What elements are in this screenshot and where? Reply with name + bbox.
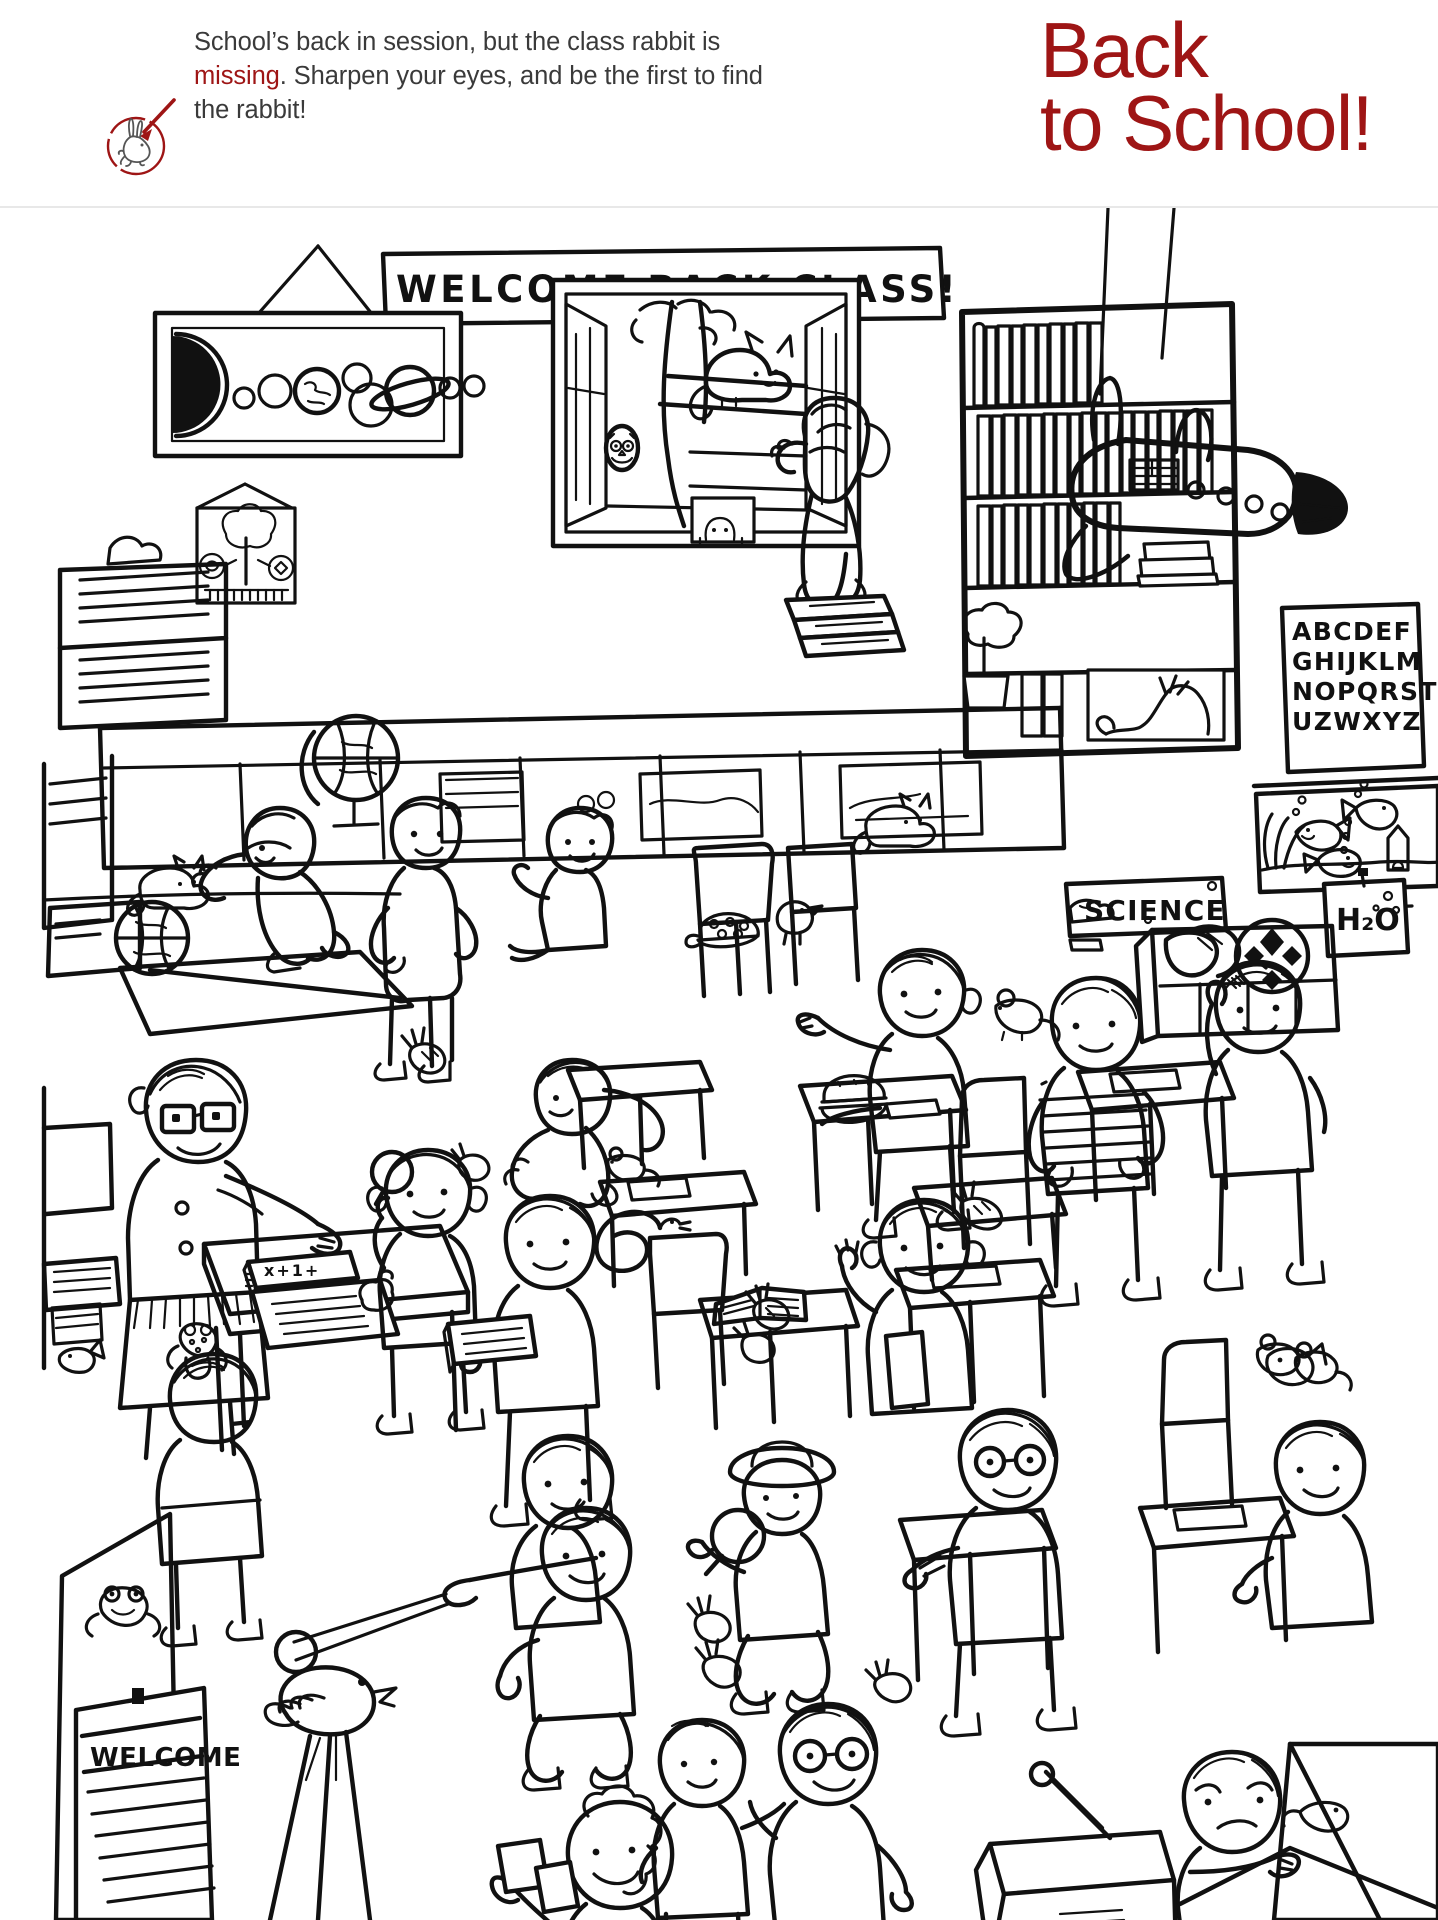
owl-in-tree-hole [603, 423, 641, 473]
magnifying-glass-1 [369, 1149, 415, 1207]
student-reading-at-desk [1232, 1419, 1375, 1631]
floor-lines [42, 891, 403, 1001]
student-thinking [368, 795, 479, 1084]
alphabet-row-4: UZWXYZ [1292, 707, 1422, 736]
girl-with-binoculars [770, 395, 907, 659]
dinosaur-model [1086, 668, 1226, 742]
trio-of-students [489, 1701, 914, 1920]
science-sign-text: SCIENCE [1084, 894, 1226, 927]
scene-artwork: WELCOME BACK CLASS! [41, 208, 1438, 1920]
classroom-chairs [647, 841, 1235, 1511]
student-climbing-cabinet [191, 805, 351, 974]
alphabet-poster: ABCDEF GHIJKLM NOPQRST UZWXYZ [1279, 601, 1438, 775]
student-crouching [495, 1505, 637, 1792]
vegetable-bin [1133, 917, 1341, 1045]
student-raising-hand [834, 1197, 986, 1417]
bubbles [1291, 779, 1369, 855]
page-title: Back to School! [854, 6, 1414, 167]
right-wall-panel [1177, 1741, 1438, 1920]
student-sitting-in-cabinet [507, 805, 615, 963]
welcome-mat-text: WELCOME [90, 1743, 241, 1773]
student-striped-shirt [1026, 975, 1166, 1308]
intro-text: School’s back in session, but the class … [96, 26, 796, 128]
frog-sticker [84, 1585, 162, 1638]
h2o-poster-text: H₂O [1336, 903, 1400, 938]
carrot-high-right [864, 1658, 913, 1704]
bookshelf [959, 301, 1241, 759]
rabbit-circle-arrow-icon [96, 96, 180, 180]
detective-student-with-hat [685, 1440, 837, 1716]
student-at-desk-writing [902, 1407, 1078, 1738]
intro-prefix: School’s back in session, but the class … [194, 28, 721, 56]
cat-on-cabinet [852, 792, 936, 855]
tree-diagram-poster [195, 482, 297, 605]
carrot-floor-2 [744, 1282, 791, 1331]
solar-system-poster [152, 244, 486, 459]
left-counter [41, 753, 143, 1371]
classroom-desks [565, 1059, 1297, 1683]
castle-ornament [1386, 824, 1410, 872]
snake [594, 1209, 692, 1274]
bonsai-tree [962, 601, 1023, 710]
projector-box [973, 1760, 1178, 1920]
alphabet-row-1: ABCDEF [1292, 617, 1412, 646]
header-divider [0, 206, 1438, 208]
cat-on-branch [688, 330, 794, 421]
floor-rug [117, 949, 415, 1037]
math-book-title: x+1+ [264, 1261, 320, 1280]
carrot-floor-4 [694, 1638, 742, 1689]
science-shelf-sign: SCIENCE [1063, 875, 1229, 952]
carrots-scattered [400, 1026, 913, 1704]
fish-1 [1294, 816, 1352, 852]
h2o-poster: H₂O [1321, 868, 1411, 959]
trio-student-right [747, 1701, 914, 1920]
page-header: School’s back in session, but the class … [0, 0, 1438, 208]
carrot-floor-1 [400, 1026, 447, 1075]
turtle-on-chair [684, 912, 760, 949]
seaweed [1262, 812, 1306, 870]
mouse-5 [1255, 1333, 1301, 1377]
teacher-desk: x+1+ [201, 1223, 471, 1453]
misc-items [41, 1255, 123, 1374]
student-with-flashlight [273, 1433, 615, 1675]
mouse-1 [994, 988, 1061, 1042]
carrot-desk-right [732, 1320, 776, 1364]
alphabet-row-3: NOPQRST [1292, 677, 1438, 706]
globe-on-stand [299, 713, 401, 828]
page-title-line-2: to School! [1040, 78, 1373, 167]
intro-block: School’s back in session, but the class … [96, 26, 796, 128]
student-carrying-book [442, 1193, 614, 1528]
student-reaching-shelf [1203, 959, 1328, 1292]
intro-highlight: missing [194, 61, 280, 90]
student-pointing-at-desk [795, 947, 982, 1240]
bird-on-chair [775, 900, 824, 946]
carrot-floor-3 [686, 1594, 732, 1644]
book-stack [783, 593, 907, 659]
lizard [1281, 1800, 1350, 1833]
intro-suffix: . Sharpen your eyes, and be the first to… [194, 61, 763, 124]
carrot-floor-5 [450, 1142, 491, 1182]
student-at-teacher-desk [155, 1351, 265, 1648]
alphabet-row-2: GHIJKLM [1292, 647, 1422, 676]
pet-bird [263, 1665, 398, 1920]
trio-student-left [489, 1784, 675, 1920]
hamster-right [1265, 1342, 1328, 1387]
classroom-scene: WELCOME BACK CLASS! [0, 208, 1438, 1920]
mouse-2 [606, 1146, 661, 1188]
fish-2 [1340, 798, 1399, 831]
page-title-line-1: Back [1040, 6, 1209, 94]
open-book [711, 1285, 809, 1327]
magnifying-glass-2 [703, 1507, 767, 1577]
door-mat-poster: WELCOME [53, 1511, 241, 1920]
